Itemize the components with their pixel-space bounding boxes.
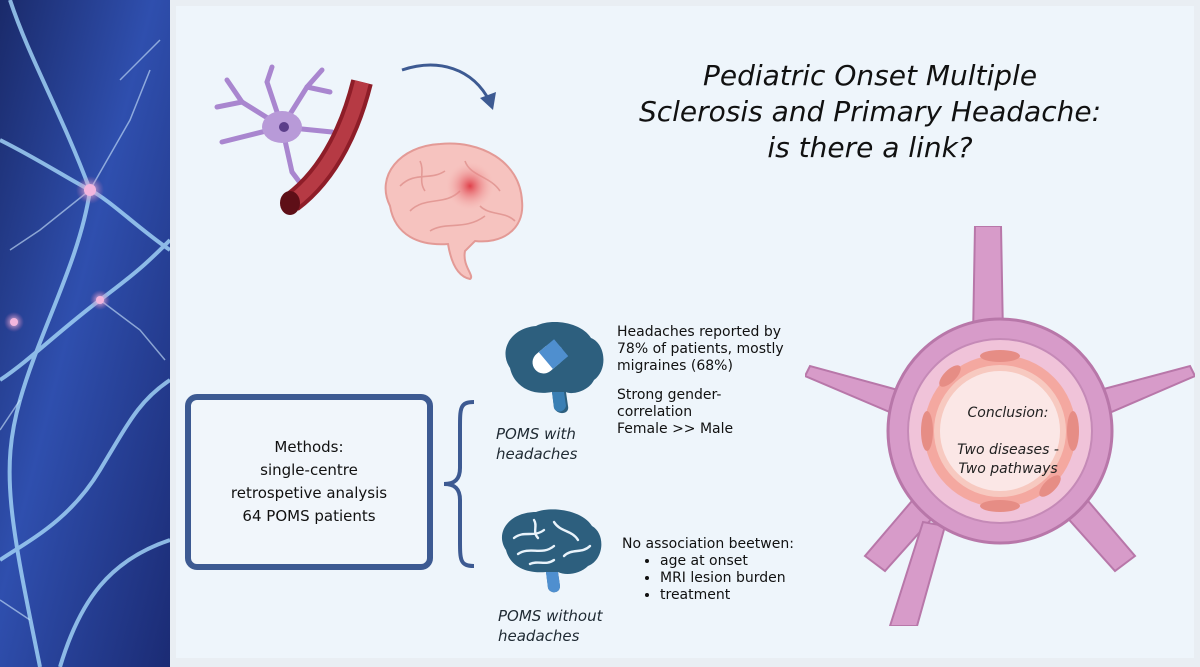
finding-gender: Strong gender- correlation Female >> Mal… [617, 387, 817, 438]
label-poms-without-line1: POMS without [498, 607, 603, 625]
label-poms-with-line1: POMS with [496, 425, 576, 443]
vessel-cross-section-illustration [805, 226, 1195, 626]
findings-with-headaches: Headaches reported by 78% of patients, m… [617, 324, 817, 450]
finding-gender-line1: Strong gender- [617, 387, 722, 403]
brain-icon [494, 508, 606, 594]
brain-inflammation-icon [370, 136, 530, 281]
label-poms-with-line2: headaches [496, 445, 578, 463]
conclusion-heading: Conclusion: [967, 405, 1049, 421]
neuron-vessel-illustration [212, 62, 377, 222]
methods-sample: 64 POMS patients [242, 507, 376, 525]
finding-prevalence: Headaches reported by 78% of patients, m… [617, 324, 817, 375]
methods-heading: Methods: [274, 438, 344, 456]
neuron-background-image [0, 0, 170, 667]
list-item: MRI lesion burden [660, 570, 832, 587]
curly-brace [440, 398, 480, 570]
finding-gender-line3: Female >> Male [617, 421, 734, 437]
findings-without-headaches: No association beetwen: age at onset MRI… [622, 536, 832, 604]
label-poms-with-headaches: POMS with headaches [496, 424, 577, 464]
finding-prevalence-line1: Headaches reported by [617, 324, 781, 340]
label-poms-without-line2: headaches [498, 627, 580, 645]
methods-box: Methods: single-centre retrospetive anal… [185, 394, 433, 570]
title-line-1: Pediatric Onset Multiple [702, 59, 1038, 92]
finding-prevalence-line2: 78% of patients, mostly [617, 341, 784, 357]
conclusion-line1: Two diseases - [957, 442, 1059, 458]
page-title: Pediatric Onset Multiple Sclerosis and P… [590, 58, 1150, 166]
list-item: age at onset [660, 553, 832, 570]
conclusion-line2: Two pathways [958, 461, 1058, 477]
finding-gender-line2: correlation [617, 404, 693, 420]
brain-pill-icon [496, 320, 608, 416]
title-line-3: is there a link? [767, 131, 973, 164]
methods-analysis: retrospetive analysis [230, 484, 388, 502]
list-item: treatment [660, 587, 832, 604]
finding-prevalence-line3: migraines (68%) [617, 358, 733, 374]
curved-arrow-icon [398, 58, 503, 118]
findings-without-heading: No association beetwen: [622, 536, 794, 552]
methods-design: single-centre [260, 461, 358, 479]
conclusion-text: Conclusion: Two diseases - Two pathways [945, 404, 1071, 479]
findings-without-list: age at onset MRI lesion burden treatment [622, 553, 832, 604]
label-poms-without-headaches: POMS without headaches [498, 606, 602, 646]
title-line-2: Sclerosis and Primary Headache: [638, 95, 1101, 128]
